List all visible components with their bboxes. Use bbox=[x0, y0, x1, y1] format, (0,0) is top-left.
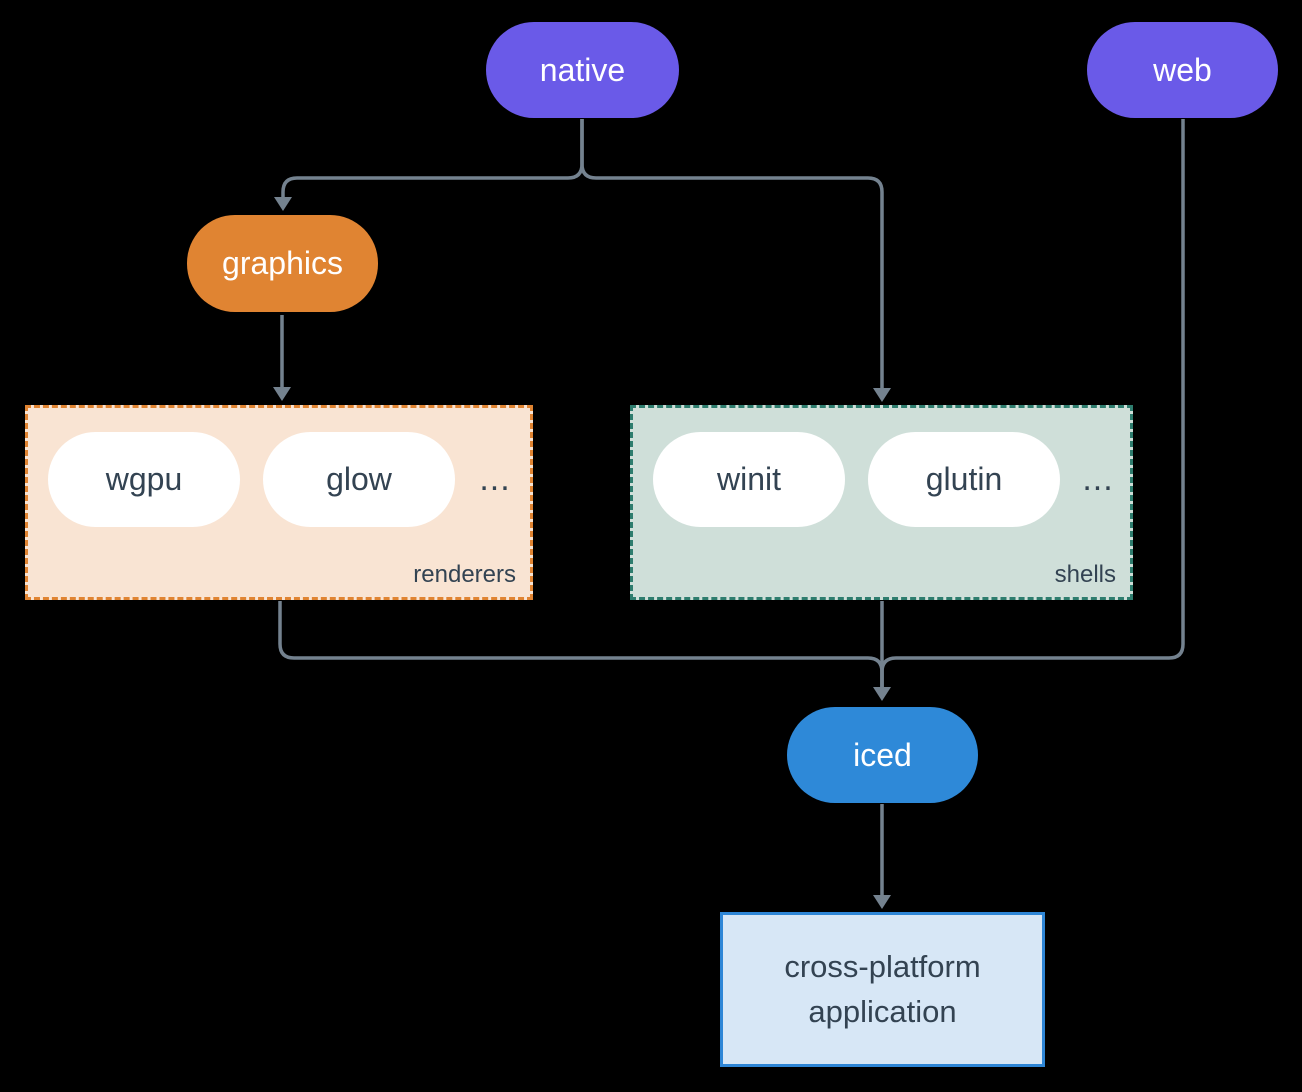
group-renderers: wgpu glow ... renderers bbox=[25, 405, 533, 600]
app-label-line1: cross-platform bbox=[784, 948, 981, 984]
renderers-ellipsis: ... bbox=[479, 460, 511, 498]
edge-native-shells bbox=[580, 119, 884, 388]
node-cross-platform-application: cross-platform application bbox=[720, 912, 1045, 1067]
shells-group-label: shells bbox=[1054, 561, 1116, 588]
arrowhead-shells bbox=[873, 388, 891, 402]
node-native: native bbox=[486, 22, 679, 118]
shells-ellipsis: ... bbox=[1082, 460, 1114, 498]
renderers-group-label: renderers bbox=[413, 561, 516, 588]
node-winit: winit bbox=[653, 432, 845, 527]
arrowhead-app bbox=[873, 895, 891, 909]
node-glutin: glutin bbox=[868, 432, 1060, 527]
edge-renderers-iced bbox=[278, 601, 884, 687]
node-wgpu: wgpu bbox=[48, 432, 240, 527]
arrowhead-renderers bbox=[273, 387, 291, 401]
arrowhead-iced bbox=[873, 687, 891, 701]
node-glow: glow bbox=[263, 432, 455, 527]
node-iced: iced bbox=[787, 707, 978, 803]
arrowhead-graphics bbox=[274, 197, 292, 211]
group-shells: winit glutin ... shells bbox=[630, 405, 1133, 600]
node-graphics: graphics bbox=[187, 215, 378, 312]
app-label-line2: application bbox=[808, 993, 957, 1029]
node-web: web bbox=[1087, 22, 1278, 118]
edge-web-iced bbox=[880, 119, 1185, 687]
edge-native-graphics bbox=[281, 119, 584, 198]
